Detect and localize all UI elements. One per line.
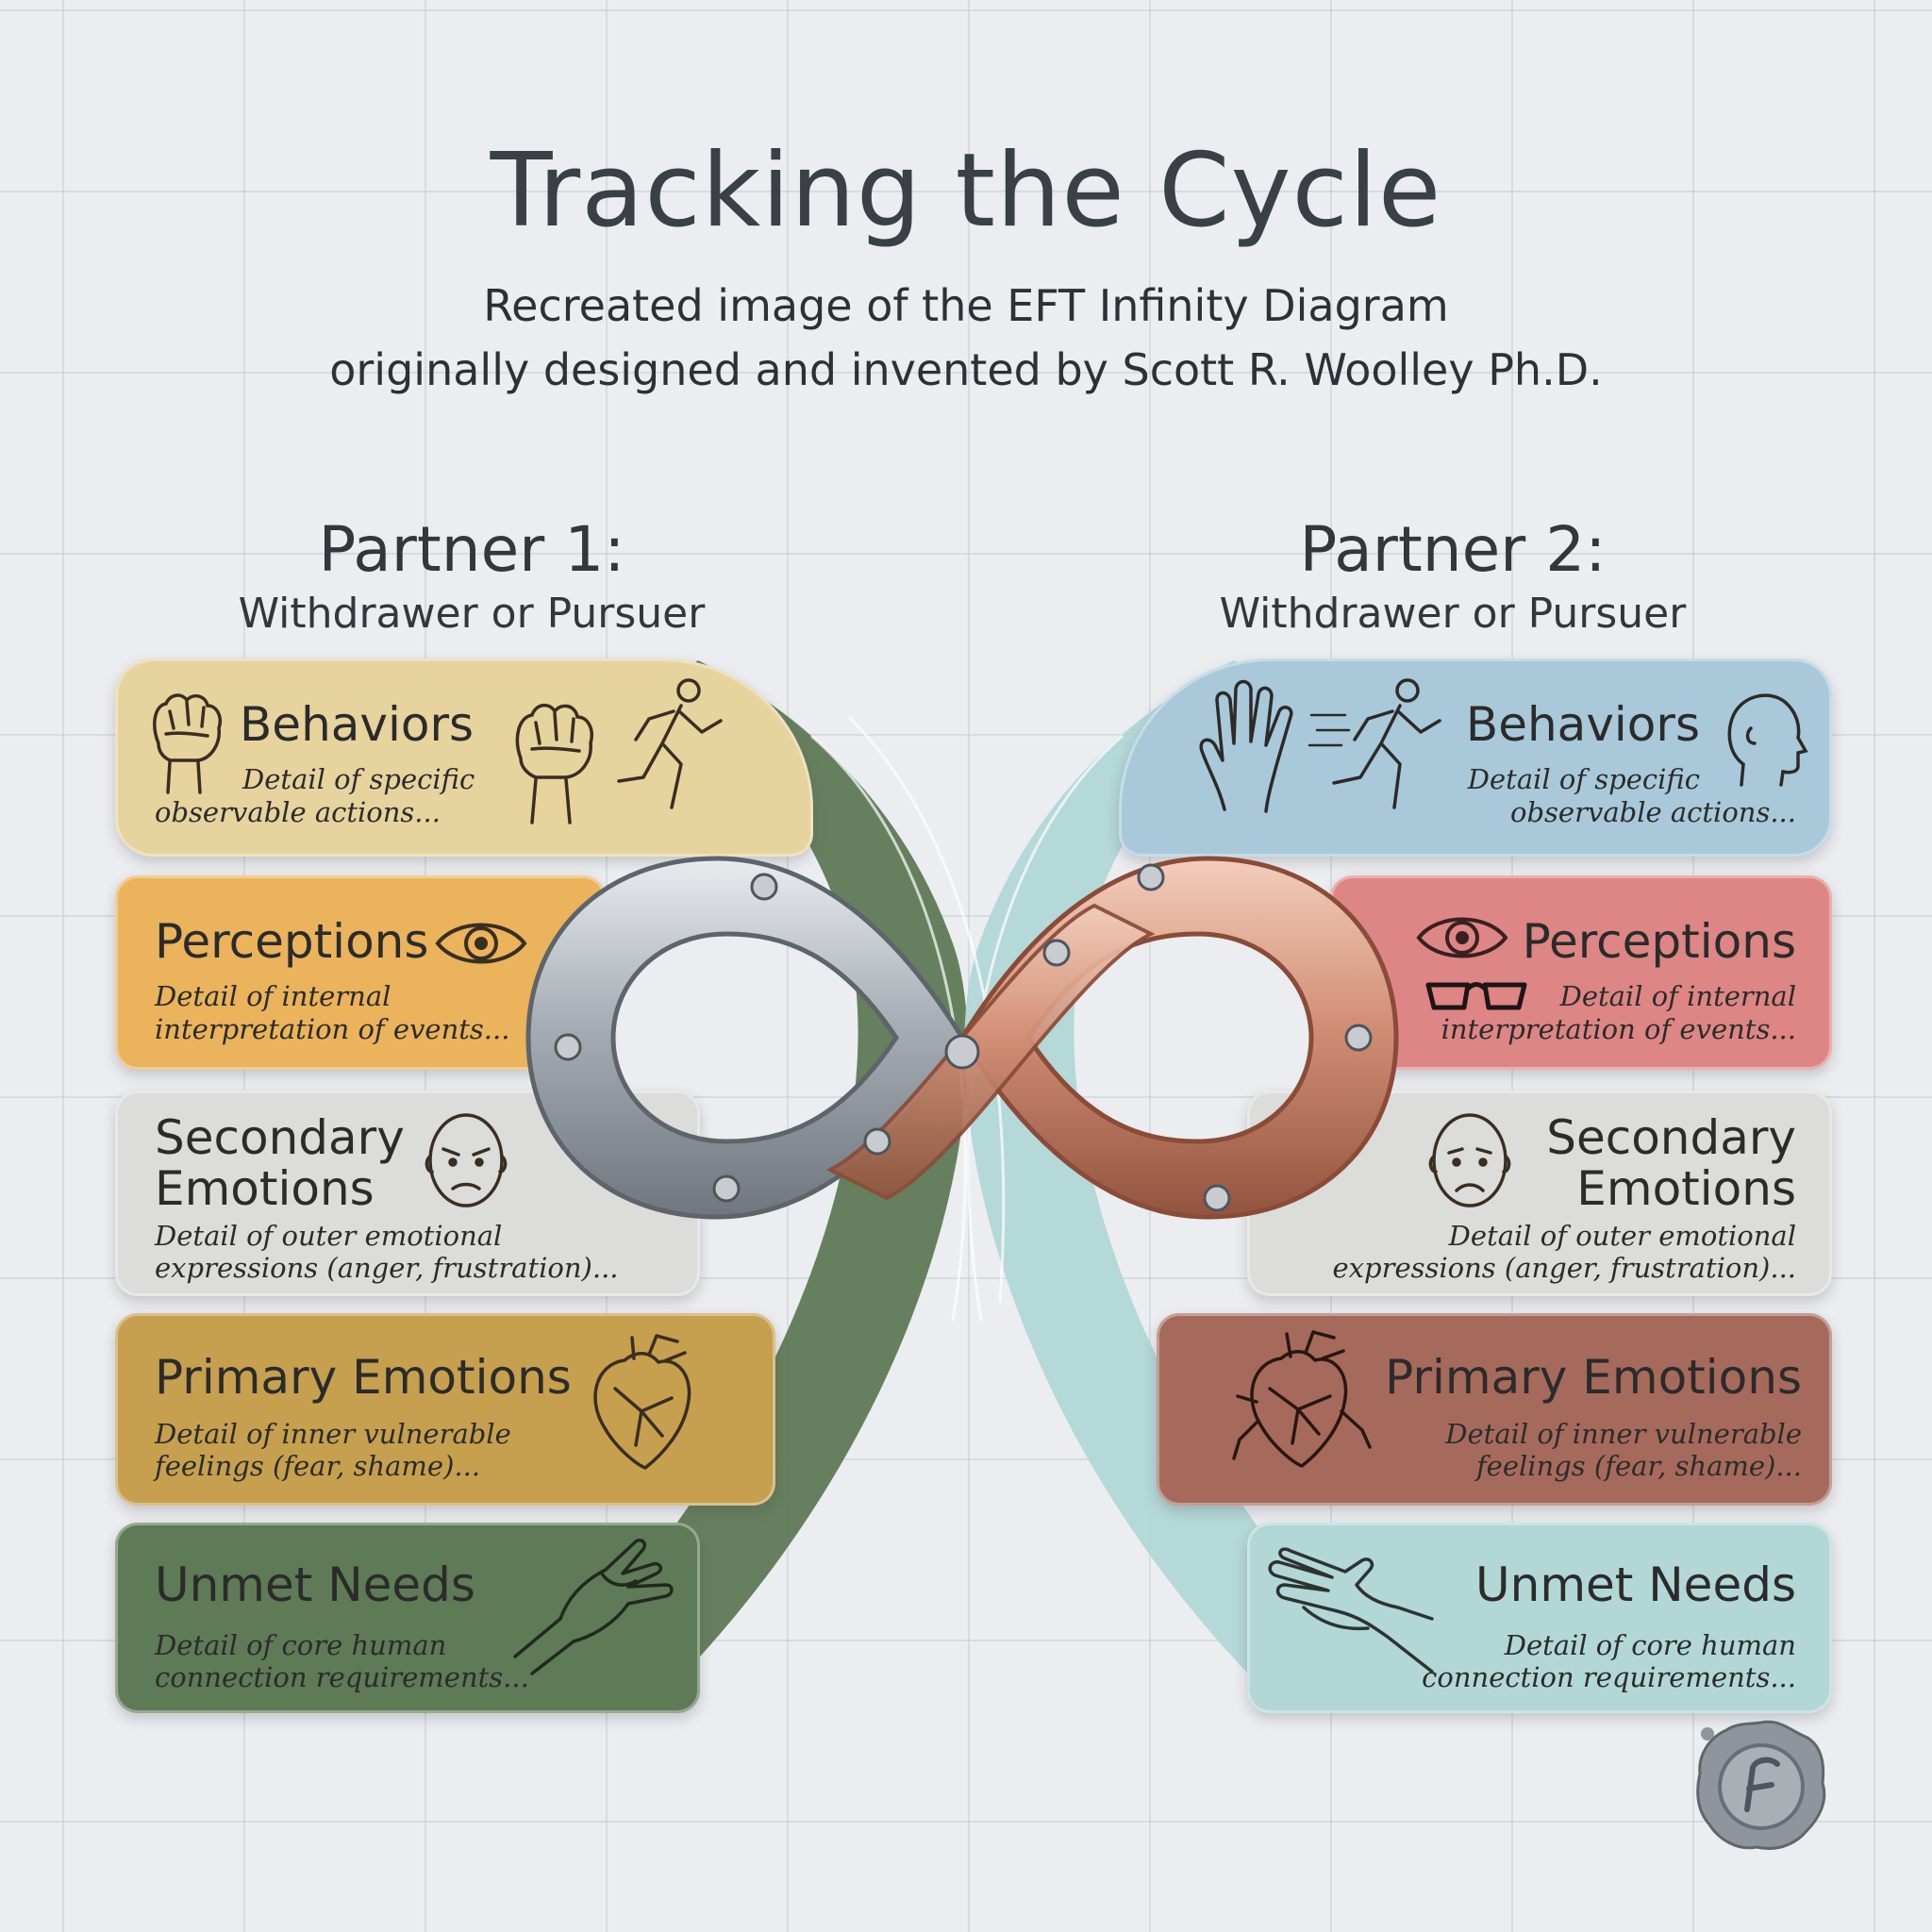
p2-perceptions-desc-2: interpretation of events... bbox=[1441, 1013, 1796, 1045]
angry-face-icon bbox=[425, 1113, 508, 1208]
p1-primary-title: Primary Emotions bbox=[155, 1350, 572, 1405]
p2-primary-title: Primary Emotions bbox=[1385, 1350, 1802, 1405]
p1-secondary-desc-2: expressions (anger, frustration)... bbox=[155, 1252, 619, 1284]
p1-perceptions-card: Perceptions Detail of internal interpret… bbox=[115, 875, 606, 1070]
p1-primary-emotions-card: Primary Emotions Detail of inner vulnera… bbox=[115, 1313, 775, 1506]
p1-primary-desc-1: Detail of inner vulnerable bbox=[155, 1418, 511, 1450]
p2-perceptions-desc-1: Detail of internal bbox=[1559, 980, 1796, 1012]
p2-unmet-desc-2: connection requirements... bbox=[1422, 1661, 1796, 1693]
p2-primary-desc-1: Detail of inner vulnerable bbox=[1445, 1418, 1802, 1450]
p1-primary-desc-2: feelings (fear, shame)... bbox=[155, 1450, 481, 1482]
eye-icon bbox=[435, 923, 527, 964]
p1-unmet-desc-1: Detail of core human bbox=[155, 1629, 447, 1661]
sad-face-icon bbox=[1428, 1113, 1511, 1208]
glasses-icon bbox=[1425, 982, 1527, 1010]
eye-icon-2 bbox=[1416, 917, 1508, 958]
p1-behaviors-desc-1: Detail of specific bbox=[242, 763, 475, 795]
p1-perceptions-desc-1: Detail of internal bbox=[155, 980, 391, 1012]
p2-unmet-title: Unmet Needs bbox=[1475, 1557, 1796, 1612]
crossing-band bbox=[825, 903, 1156, 1201]
p2-secondary-desc-2: expressions (anger, frustration)... bbox=[1332, 1252, 1797, 1284]
p1-secondary-desc-1: Detail of outer emotional bbox=[155, 1220, 503, 1252]
open-hand-icon bbox=[1199, 679, 1293, 813]
rivets bbox=[554, 863, 1373, 1212]
heart-icon bbox=[593, 1334, 691, 1470]
p1-behaviors-title: Behaviors bbox=[240, 697, 475, 752]
p1-unmet-desc-2: connection requirements... bbox=[155, 1661, 529, 1693]
p1-perceptions-title: Perceptions bbox=[155, 914, 429, 969]
partner-1-role: Withdrawer or Pursuer bbox=[238, 590, 706, 638]
energy-lines bbox=[810, 715, 1124, 1322]
partner-1-heading: Partner 1: Withdrawer or Pursuer bbox=[170, 514, 774, 642]
p1-secondary-title-1: Secondary bbox=[155, 1110, 405, 1165]
open-hand-icon-2 bbox=[1268, 1547, 1434, 1674]
running-person-icon-2 bbox=[1307, 678, 1441, 809]
partner-1-title: Partner 1: bbox=[318, 513, 625, 586]
head-profile-icon bbox=[1727, 693, 1808, 787]
p2-unmet-desc-1: Detail of core human bbox=[1504, 1629, 1796, 1661]
p2-perceptions-card: Perceptions Detail of internal interpret… bbox=[1330, 875, 1832, 1070]
p2-behaviors-card: Behaviors Detail of specific observable … bbox=[1119, 658, 1832, 857]
p2-behaviors-title: Behaviors bbox=[1465, 697, 1700, 752]
p2-perceptions-title: Perceptions bbox=[1522, 914, 1796, 969]
p2-secondary-desc-1: Detail of outer emotional bbox=[1448, 1220, 1796, 1252]
wax-seal-icon bbox=[1696, 1720, 1826, 1850]
fist-icon bbox=[515, 703, 593, 824]
p2-primary-emotions-card: Primary Emotions Detail of inner vulnera… bbox=[1157, 1313, 1832, 1506]
p2-behaviors-desc-1: Detail of specific bbox=[1467, 763, 1700, 795]
p2-secondary-emotions-card: Secondary Emotions Detail of outer emoti… bbox=[1247, 1091, 1832, 1296]
p1-unmet-title: Unmet Needs bbox=[155, 1557, 475, 1612]
partner-2-role: Withdrawer or Pursuer bbox=[1219, 590, 1687, 638]
reaching-hand-icon bbox=[513, 1538, 674, 1675]
partner-2-heading: Partner 2: Withdrawer or Pursuer bbox=[1151, 514, 1755, 642]
infinity-loop-icon bbox=[525, 856, 1399, 1220]
p1-behaviors-card: Behaviors Detail of specific observable … bbox=[115, 658, 813, 857]
p2-behaviors-desc-2: observable actions... bbox=[1510, 796, 1796, 828]
p1-unmet-needs-card: Unmet Needs Detail of core human connect… bbox=[115, 1523, 700, 1713]
raised-fist-icon bbox=[153, 693, 222, 794]
page-subtitle: Recreated image of the EFT Infinity Diag… bbox=[0, 274, 1932, 402]
p2-secondary-title-1: Secondary bbox=[1546, 1110, 1796, 1165]
p2-primary-desc-2: feelings (fear, shame)... bbox=[1475, 1450, 1802, 1482]
p2-secondary-title-2: Emotions bbox=[1576, 1161, 1796, 1216]
partner-2-title: Partner 2: bbox=[1299, 513, 1607, 586]
heart-icon-2 bbox=[1232, 1330, 1372, 1468]
steel-loop bbox=[525, 856, 965, 1220]
p1-perceptions-desc-2: interpretation of events... bbox=[155, 1013, 510, 1045]
page-title: Tracking the Cycle bbox=[490, 132, 1442, 250]
p1-secondary-title-2: Emotions bbox=[155, 1161, 375, 1216]
running-person-icon bbox=[617, 678, 723, 809]
p2-unmet-needs-card: Unmet Needs Detail of core human connect… bbox=[1247, 1523, 1832, 1713]
subtitle-line-1: Recreated image of the EFT Infinity Diag… bbox=[483, 280, 1449, 331]
p1-behaviors-desc-2: observable actions... bbox=[155, 796, 441, 828]
subtitle-line-2: originally designed and invented by Scot… bbox=[329, 344, 1603, 395]
